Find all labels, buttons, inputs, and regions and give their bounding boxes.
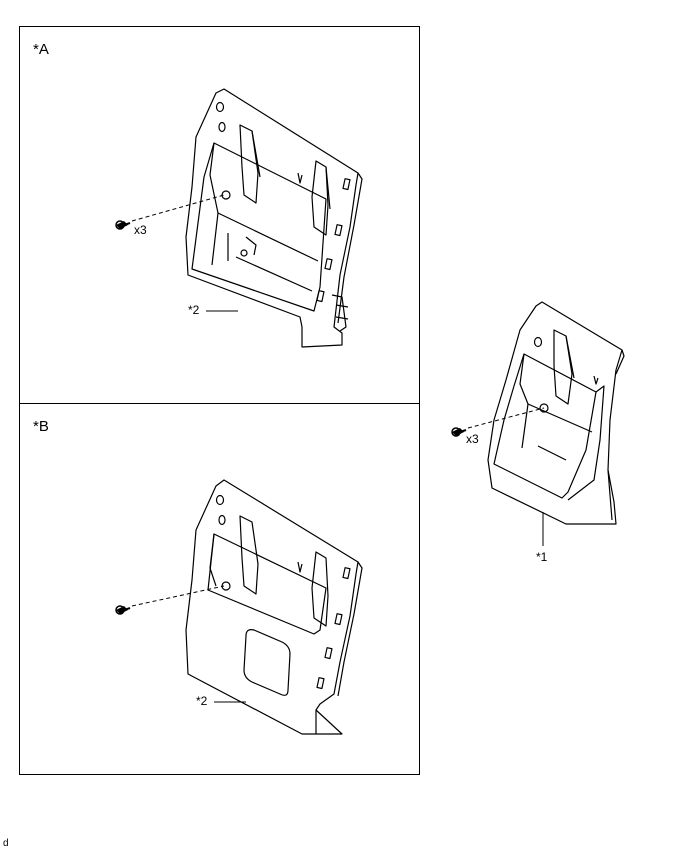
panel-a: *A bbox=[19, 26, 420, 404]
bracket-a-flange bbox=[337, 172, 363, 324]
bracket-a-illustration bbox=[115, 88, 363, 348]
bolt-guide-line-b bbox=[131, 585, 225, 607]
bracket-b-rib-2 bbox=[311, 551, 329, 627]
bracket-1-hole bbox=[533, 336, 543, 348]
bracket-b-box bbox=[207, 533, 327, 635]
bracket-b-back-plate bbox=[185, 479, 359, 735]
bracket-a-hole bbox=[215, 101, 225, 113]
bracket-a-back-plate bbox=[185, 88, 359, 348]
bolt-quantity-1: x3 bbox=[466, 432, 479, 446]
bolt-icon-b bbox=[115, 605, 131, 615]
bracket-a-box bbox=[191, 142, 327, 312]
bracket-b-flange bbox=[337, 561, 363, 697]
panel-a-label: *A bbox=[33, 41, 49, 58]
bracket-b-hole bbox=[215, 494, 225, 506]
bolt-icon-a bbox=[115, 220, 131, 230]
bolt-guide-line-a bbox=[131, 194, 225, 222]
bracket-b-rib-1 bbox=[239, 515, 259, 595]
bolt-icon-1 bbox=[451, 427, 467, 437]
bracket-b-recess bbox=[243, 629, 291, 696]
panel-b-label: *B bbox=[33, 418, 49, 435]
bracket-1-box bbox=[493, 353, 597, 499]
bolt-quantity-a: x3 bbox=[134, 223, 147, 237]
callout-1-part: *1 bbox=[536, 550, 548, 564]
bracket-b-illustration bbox=[115, 479, 363, 735]
bolt-guide-line-1 bbox=[467, 407, 545, 429]
callout-b-part: *2 bbox=[196, 694, 208, 708]
footer-code: d bbox=[3, 838, 9, 849]
bracket-1-rib bbox=[553, 329, 573, 405]
bracket-1-back-plate bbox=[487, 301, 623, 525]
panel-b: *B bbox=[19, 403, 420, 775]
callout-a-part: *2 bbox=[188, 303, 200, 317]
